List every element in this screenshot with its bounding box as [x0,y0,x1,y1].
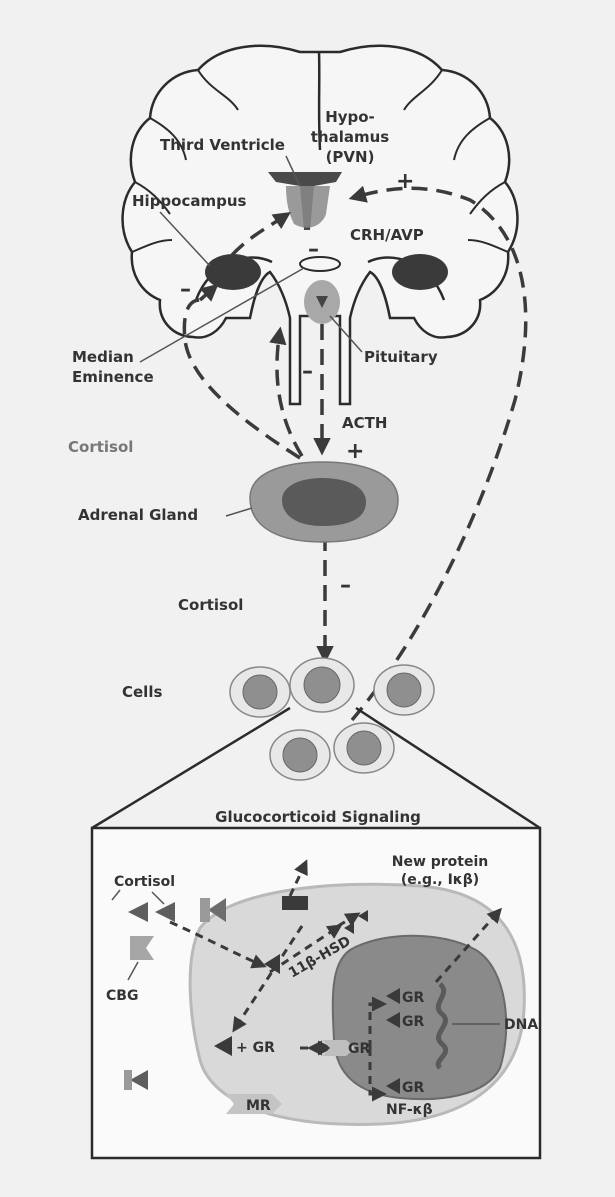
label-third-ventricle: Third Ventricle [160,136,285,154]
brain-outline [123,46,518,404]
cbg-square-icon [124,1070,132,1090]
inset-label-cbg: CBG [106,988,138,1004]
pointer-adrenal [226,508,252,516]
label-hypothalamus-2: thalamus [311,128,390,146]
label-median-eminence-2: Eminence [72,368,154,386]
inset-label-gr-3: GR [402,1080,424,1096]
label-cells: Cells [122,683,162,701]
inset-label-plus-gr: + GR [236,1040,275,1056]
inset-label-dna: DNA [504,1017,538,1033]
sign-minus-hypothalamus: – [308,237,319,262]
membrane-receptor-icon [282,896,308,910]
inset-label-new-protein-2: (e.g., Iκβ) [401,872,479,888]
label-hypothalamus-1: Hypo- [325,108,375,126]
inset-label-mr: MR [246,1098,271,1114]
label-cortisol-mid: Cortisol [178,596,243,614]
inset-label-gr-2: GR [402,1014,424,1030]
label-hippocampus: Hippocampus [132,192,247,210]
cbg-square-icon [200,898,210,922]
inset-label-gr-1: GR [402,990,424,1006]
label-cortisol-left: Cortisol [68,438,133,456]
label-pituitary: Pituitary [364,348,438,366]
sign-plus-hypothalamus: + [396,169,414,194]
adrenal-gland-inner [282,478,366,526]
cells-group [230,658,434,780]
sign-minus-cortisol: – [340,573,351,598]
inset-label-new-protein-1: New protein [392,854,489,870]
label-acth: ACTH [342,414,387,432]
label-median-eminence-1: Median [72,348,134,366]
inset-label-gr-nucleus: GR [348,1041,370,1057]
label-adrenal-gland: Adrenal Gland [78,506,198,524]
inset-label-nfkb: NF-κβ [386,1102,433,1118]
inset-title: Glucocorticoid Signaling [215,808,421,826]
hippocampus-left [205,254,261,290]
sign-minus-pituitary: – [302,359,313,384]
sign-minus-hippocampus: – [180,277,191,302]
inset-label-cortisol: Cortisol [114,874,175,890]
label-hypothalamus-3: (PVN) [326,148,375,166]
sign-plus-acth: + [346,439,364,464]
hippocampus-right [392,254,448,290]
label-crh-avp: CRH/AVP [350,226,424,244]
